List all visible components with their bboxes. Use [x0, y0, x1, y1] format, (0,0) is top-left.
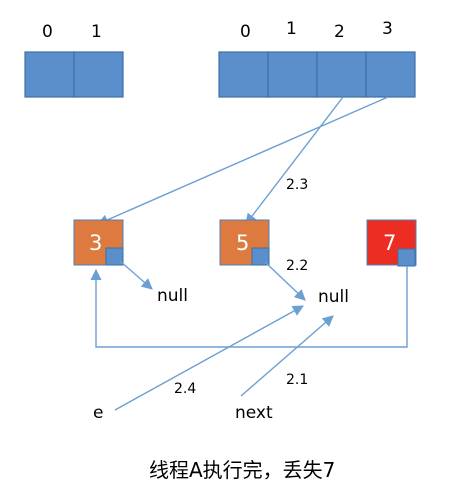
- node-5-value: 5: [236, 231, 249, 255]
- new-table-index-2: 2: [334, 22, 345, 42]
- arrow-slot3-to-node3: [96, 96, 389, 226]
- node-5-next-pointer: [251, 247, 270, 266]
- arrow-next-to-null: [240, 315, 334, 397]
- step-label-2-3: 2.3: [286, 177, 308, 193]
- old-table-index-1: 1: [91, 22, 102, 42]
- step-label-2-4: 2.4: [174, 381, 196, 397]
- variable-e: e: [93, 403, 103, 423]
- null-label-right: null: [318, 287, 349, 307]
- step-label-2-1: 2.1: [286, 372, 308, 388]
- old-table: 0 1: [24, 22, 124, 98]
- node-3-value: 3: [89, 231, 102, 255]
- old-table-slot-0: [24, 51, 75, 98]
- step-label-2-2: 2.2: [286, 258, 308, 274]
- node-3: 3: [73, 219, 124, 266]
- new-table-slot-2: [316, 51, 367, 98]
- node-7-next-pointer: [397, 248, 416, 267]
- variable-next: next: [235, 403, 273, 423]
- null-label-left: null: [157, 286, 188, 306]
- arrow-node5-to-null: [264, 261, 306, 301]
- node-7-value: 7: [383, 231, 396, 255]
- new-table-index-0: 0: [240, 22, 251, 42]
- node-7: 7: [366, 219, 417, 267]
- old-table-index-0: 0: [42, 22, 53, 42]
- diagram-caption: 线程A执行完，丢失7: [149, 458, 335, 482]
- node-3-next-pointer: [105, 247, 124, 266]
- new-table-index-1: 1: [286, 19, 297, 39]
- arrow-node7-to-node3: [90, 266, 408, 348]
- arrow-e-to-null: [114, 305, 304, 411]
- new-table-slot-0: [218, 51, 269, 98]
- old-table-slot-1: [73, 51, 124, 98]
- new-table: 0 1 2 3: [218, 19, 416, 98]
- arrow-node3-to-null: [119, 260, 153, 290]
- node-5: 5: [219, 219, 270, 266]
- arrow-slot2-to-node5: [245, 96, 344, 225]
- new-table-slot-3: [365, 51, 416, 98]
- new-table-index-3: 3: [382, 19, 393, 39]
- new-table-slot-1: [267, 51, 318, 98]
